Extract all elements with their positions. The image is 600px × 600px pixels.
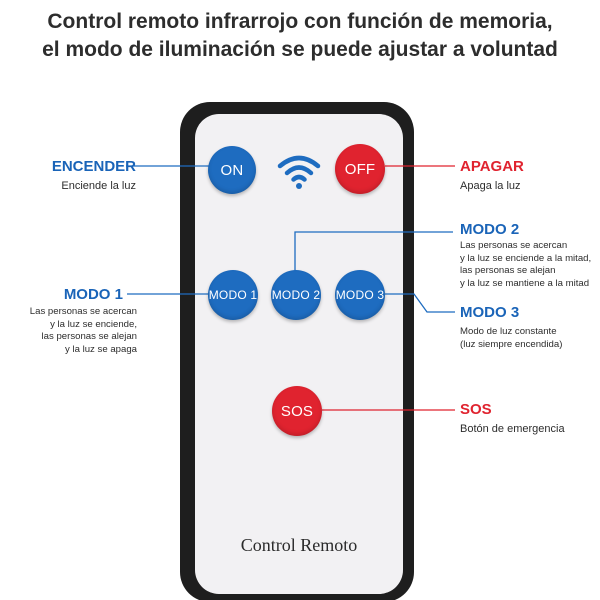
title-line-2: el modo de iluminación se puede ajustar … bbox=[42, 38, 558, 61]
modo2-desc-line: y la luz se enciende a la mitad, bbox=[460, 252, 592, 264]
page-title: Control remoto infrarrojo con función de… bbox=[0, 8, 600, 64]
modo3-title: MODO 3 bbox=[460, 304, 520, 321]
apagar-title: APAGAR bbox=[460, 158, 524, 175]
off-button[interactable]: OFF bbox=[335, 144, 385, 194]
modo1-title: MODO 1 bbox=[63, 286, 123, 303]
sos-title: SOS bbox=[460, 401, 492, 418]
title-line-1: Control remoto infrarrojo con función de… bbox=[47, 10, 553, 33]
modo3-desc-line: Modo de luz constante bbox=[460, 326, 557, 337]
sos-desc: Botón de emergencia bbox=[460, 423, 565, 435]
modo2-desc-line: y la luz se mantiene a la mitad bbox=[460, 277, 590, 289]
modo1-desc-line: y la luz se enciende, bbox=[50, 318, 137, 330]
on-button[interactable]: ON bbox=[208, 146, 256, 194]
modo2-desc: Las personas se acercan y la luz se enci… bbox=[460, 240, 600, 290]
modo3-desc: Modo de luz constante (luz siempre encen… bbox=[460, 326, 600, 351]
modo2-desc-line: Las personas se acercan bbox=[460, 240, 568, 251]
modo2-title: MODO 2 bbox=[460, 221, 520, 238]
modo1-desc-line: las personas se alejan bbox=[41, 331, 137, 342]
modo1-desc-line: Las personas se acercan bbox=[29, 306, 137, 317]
mode1-button[interactable]: MODO 1 bbox=[208, 270, 258, 320]
remote-face bbox=[195, 114, 403, 594]
modo3-desc-line: (luz siempre encendida) bbox=[460, 338, 563, 350]
modo1-desc-line: y la luz se apaga bbox=[65, 343, 137, 355]
remote-label: Control Remoto bbox=[240, 535, 358, 555]
modo1-desc: Las personas se acercan y la luz se enci… bbox=[10, 306, 137, 356]
modo2-desc-line: las personas se alejan bbox=[460, 265, 556, 276]
sos-button[interactable]: SOS bbox=[272, 386, 322, 436]
mode2-button[interactable]: MODO 2 bbox=[271, 270, 321, 320]
encender-title: ENCENDER bbox=[51, 158, 136, 175]
apagar-desc: Apaga la luz bbox=[460, 180, 521, 192]
mode3-button[interactable]: MODO 3 bbox=[335, 270, 385, 320]
encender-desc: Enciende la luz bbox=[61, 180, 136, 192]
wifi-signal-icon bbox=[277, 155, 321, 189]
